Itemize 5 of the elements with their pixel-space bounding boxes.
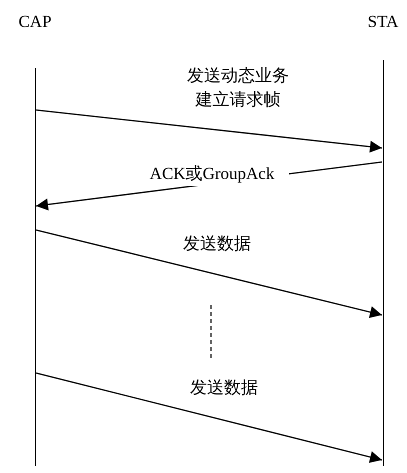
- participant-label: STA: [368, 12, 398, 32]
- message-arrow: [36, 372, 382, 463]
- participant-label: CAP: [18, 12, 52, 32]
- message-arrow: [36, 109, 382, 153]
- message-arrow: [36, 229, 382, 318]
